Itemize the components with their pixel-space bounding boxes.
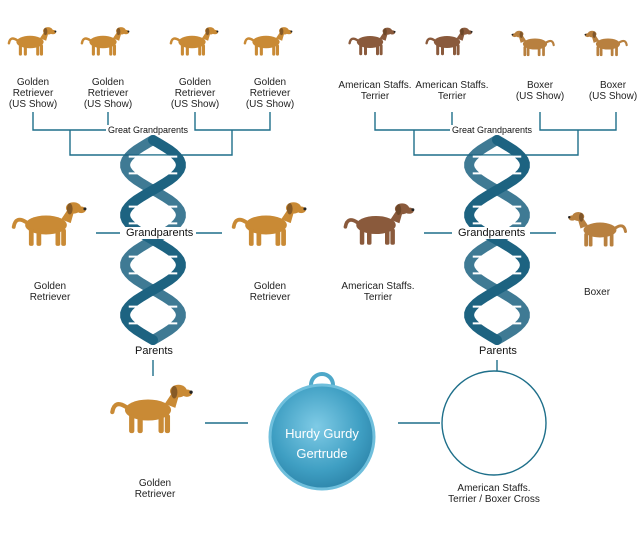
left-ggp-bracket-mid (69, 130, 233, 156)
american-staffs-terrier-icon (348, 27, 396, 56)
golden-retriever-icon (7, 27, 57, 56)
left-great-grandparents-header: Great Grandparents (106, 125, 191, 135)
dog-name-tag-text: Hurdy Gurdy Gertrude (262, 424, 382, 464)
right-gp-label: Boxer (583, 287, 611, 298)
right-great-grandparents-header: Great Grandparents (450, 125, 535, 135)
golden-retriever-icon (231, 202, 307, 246)
golden-retriever-icon (243, 27, 293, 56)
right-ggp-label: American Staffs.Terrier (338, 80, 412, 102)
left-dna-helix-icon (120, 135, 186, 345)
right-parent-label: American Staffs.Terrier / Boxer Cross (448, 483, 540, 505)
right-dna-helix-icon (464, 135, 530, 345)
right-parents-header: Parents (476, 345, 520, 357)
cross-parent-circle (441, 370, 547, 476)
golden-retriever-icon (110, 384, 193, 434)
right-ggp-label: American Staffs.Terrier (415, 80, 489, 102)
american-staffs-terrier-icon (425, 27, 473, 56)
right-gp-label: American Staffs.Terrier (341, 281, 415, 303)
boxer-icon (568, 212, 627, 247)
boxer-icon (511, 30, 555, 57)
golden-retriever-icon (169, 27, 219, 56)
name-tag-disc (268, 383, 376, 491)
golden-retriever-icon (11, 202, 87, 246)
dog-name-line2: Gertrude (296, 446, 348, 461)
american-staffs-terrier-icon (343, 203, 415, 245)
right-ggp-label: Boxer(US Show) (588, 80, 638, 102)
left-parents-header: Parents (132, 345, 176, 357)
boxer-icon (584, 30, 628, 57)
right-ggp-label: Boxer(US Show) (515, 80, 565, 102)
right-grandparents-header: Grandparents (455, 227, 529, 239)
dog-name-line1: Hurdy Gurdy (285, 426, 359, 441)
right-ggp-bracket-mid (413, 130, 579, 156)
left-grandparents-header: Grandparents (123, 227, 197, 239)
golden-retriever-icon (80, 27, 130, 56)
